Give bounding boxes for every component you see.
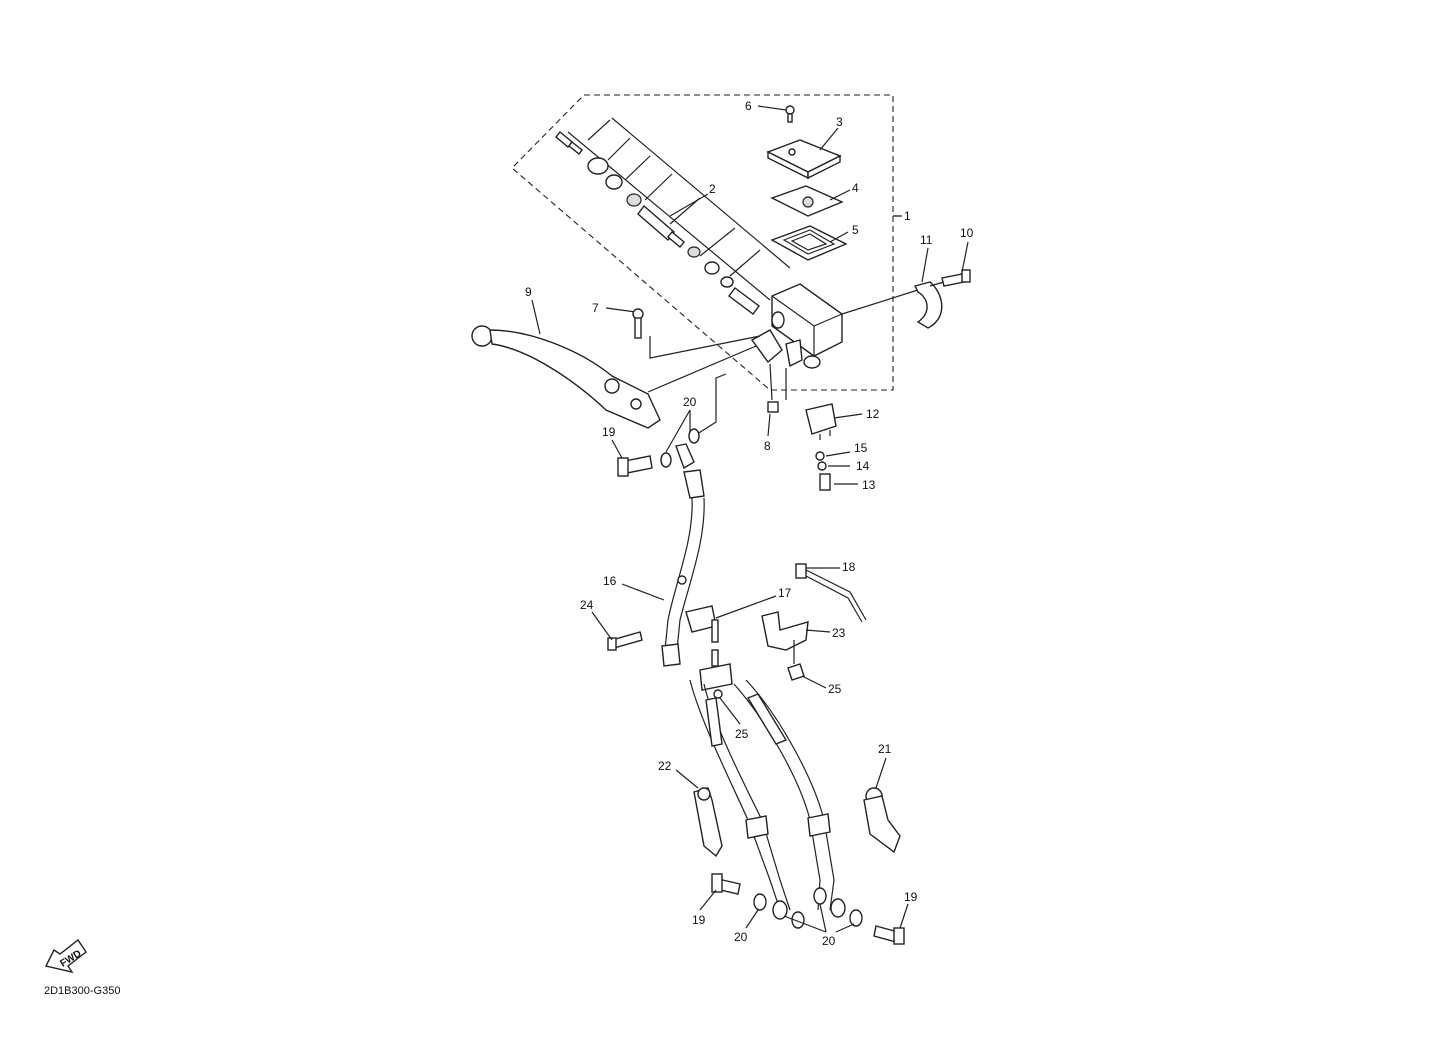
nut-8 — [767, 363, 779, 413]
fwd-arrow-icon: FWD — [44, 938, 87, 974]
callout-3: 3 — [836, 115, 843, 129]
upper-banjo — [617, 373, 727, 477]
leader-lines — [531, 127, 969, 933]
clamp-11 — [841, 281, 943, 329]
callout-22: 22 — [658, 759, 672, 773]
callout-labels: 1 2 3 4 5 6 7 8 9 10 11 12 13 14 15 16 1… — [525, 99, 974, 948]
callout-18: 18 — [842, 560, 856, 574]
callout-4: 4 — [852, 181, 859, 195]
callout-10: 10 — [960, 226, 974, 240]
callout-9: 9 — [525, 285, 532, 299]
bracket-23 — [761, 611, 809, 681]
cable-tie-18 — [795, 563, 867, 623]
brake-switch-12 — [785, 368, 837, 440]
callout-20-lower-right: 20 — [822, 934, 836, 948]
callout-11: 11 — [920, 233, 933, 247]
callout-13: 13 — [862, 478, 876, 492]
screw-6 — [757, 105, 795, 123]
hose-joint — [699, 649, 733, 699]
bolt-24 — [607, 631, 643, 651]
callout-20-upper: 20 — [683, 395, 697, 409]
callout-14: 14 — [856, 459, 870, 473]
callout-19-lower-left: 19 — [692, 913, 706, 927]
hose-holder-22 — [693, 787, 723, 858]
brake-hose-16 — [661, 469, 705, 667]
callout-2: 2 — [709, 182, 716, 196]
diagram-code: 2D1B300-G350 — [44, 985, 121, 997]
callout-16: 16 — [603, 574, 617, 588]
master-cylinder-body — [750, 283, 843, 369]
callout-7: 7 — [592, 301, 599, 315]
callout-21: 21 — [878, 742, 892, 756]
callout-24: 24 — [580, 598, 594, 612]
callout-25-right: 25 — [828, 682, 842, 696]
bolt-10 — [929, 269, 971, 287]
pivot-bolt-7 — [605, 307, 761, 359]
callout-23: 23 — [832, 626, 846, 640]
callout-25-lower: 25 — [735, 727, 749, 741]
lower-left-banjo — [711, 873, 805, 929]
callout-20-lower-left: 20 — [734, 930, 748, 944]
callout-6: 6 — [745, 99, 752, 113]
hose-guide-17 — [685, 605, 719, 643]
callout-17: 17 — [778, 586, 792, 600]
callout-1: 1 — [904, 209, 911, 223]
cap-3 — [766, 139, 842, 180]
callout-5: 5 — [852, 223, 859, 237]
lower-hoses — [689, 679, 835, 911]
screw-parts-13-15 — [815, 451, 831, 491]
callout-15: 15 — [854, 441, 868, 455]
callout-8: 8 — [764, 439, 771, 453]
brake-lever-9 — [471, 325, 757, 429]
callout-19-lower-right: 19 — [904, 890, 918, 904]
piston-kit — [555, 117, 791, 315]
hose-holder-21 — [863, 787, 901, 854]
callout-12: 12 — [866, 407, 880, 421]
lower-right-banjo — [813, 887, 905, 945]
plate-4 — [770, 185, 844, 217]
diaphragm-5 — [770, 225, 848, 261]
callout-19-upper: 19 — [602, 425, 616, 439]
